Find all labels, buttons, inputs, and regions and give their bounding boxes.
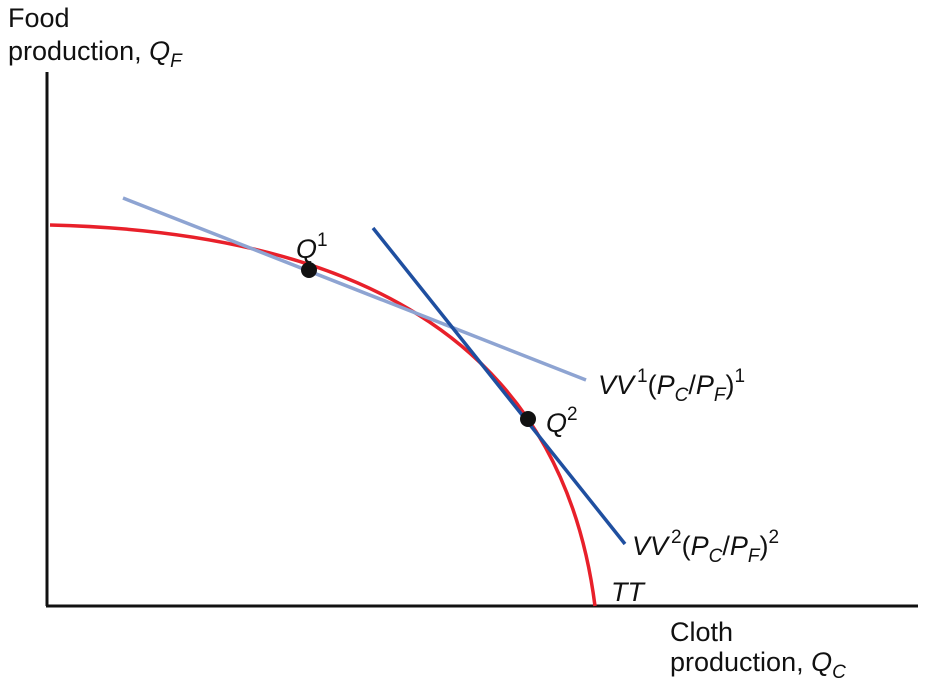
vv2-var: VV — [632, 531, 671, 561]
vv2-open: ( — [682, 531, 691, 561]
point-q2 — [520, 411, 536, 427]
q2-label: Q2 — [546, 404, 578, 438]
vv1-slash: / — [688, 370, 696, 400]
x-axis-label-line2: production, QC — [670, 647, 846, 683]
y-axis-label-line2: production, QF — [8, 36, 183, 72]
y-axis-label-line1: Food — [8, 3, 70, 33]
vv1-p1: P — [657, 370, 675, 400]
vv1-var: VV — [598, 370, 637, 400]
vv2-p1: P — [691, 531, 709, 561]
vv2-slash: / — [722, 531, 730, 561]
isovalue-line-1 — [122, 196, 587, 382]
vv1-p2: P — [696, 370, 714, 400]
y-axis-sub: F — [170, 51, 183, 72]
vv2-p2-sub: F — [748, 546, 761, 567]
isovalue-line-2 — [371, 226, 627, 546]
q2-var: Q — [546, 408, 567, 438]
vv1-sup: 1 — [637, 366, 648, 387]
q1-sup: 1 — [317, 230, 328, 251]
vv2-close-sup: 2 — [769, 527, 780, 548]
q2-sup: 2 — [567, 404, 578, 425]
vv1-close-sup: 1 — [735, 366, 746, 387]
x-axis-label-line1: Cloth — [670, 617, 733, 647]
x-axis-sub: C — [832, 662, 846, 683]
point-q1 — [301, 262, 317, 278]
tt-label: TT — [611, 577, 646, 607]
x-axis-var: Q — [811, 647, 832, 677]
vv1-open: ( — [648, 370, 657, 400]
tt-curve — [49, 223, 597, 607]
vv2-close: ) — [760, 531, 769, 561]
vv2-p1-sub: C — [709, 546, 723, 567]
vv1-close: ) — [726, 370, 735, 400]
vv1-p2-sub: F — [714, 385, 727, 406]
q1-var: Q — [296, 234, 317, 264]
vv1-p1-sub: C — [675, 385, 689, 406]
q1-label: Q1 — [296, 230, 328, 264]
vv2-sup: 2 — [671, 527, 682, 548]
vv2-p2: P — [730, 531, 748, 561]
y-axis-var: Q — [149, 36, 170, 66]
x-axis-label-text: production, — [670, 647, 811, 677]
y-axis-label-text: production, — [8, 36, 149, 66]
